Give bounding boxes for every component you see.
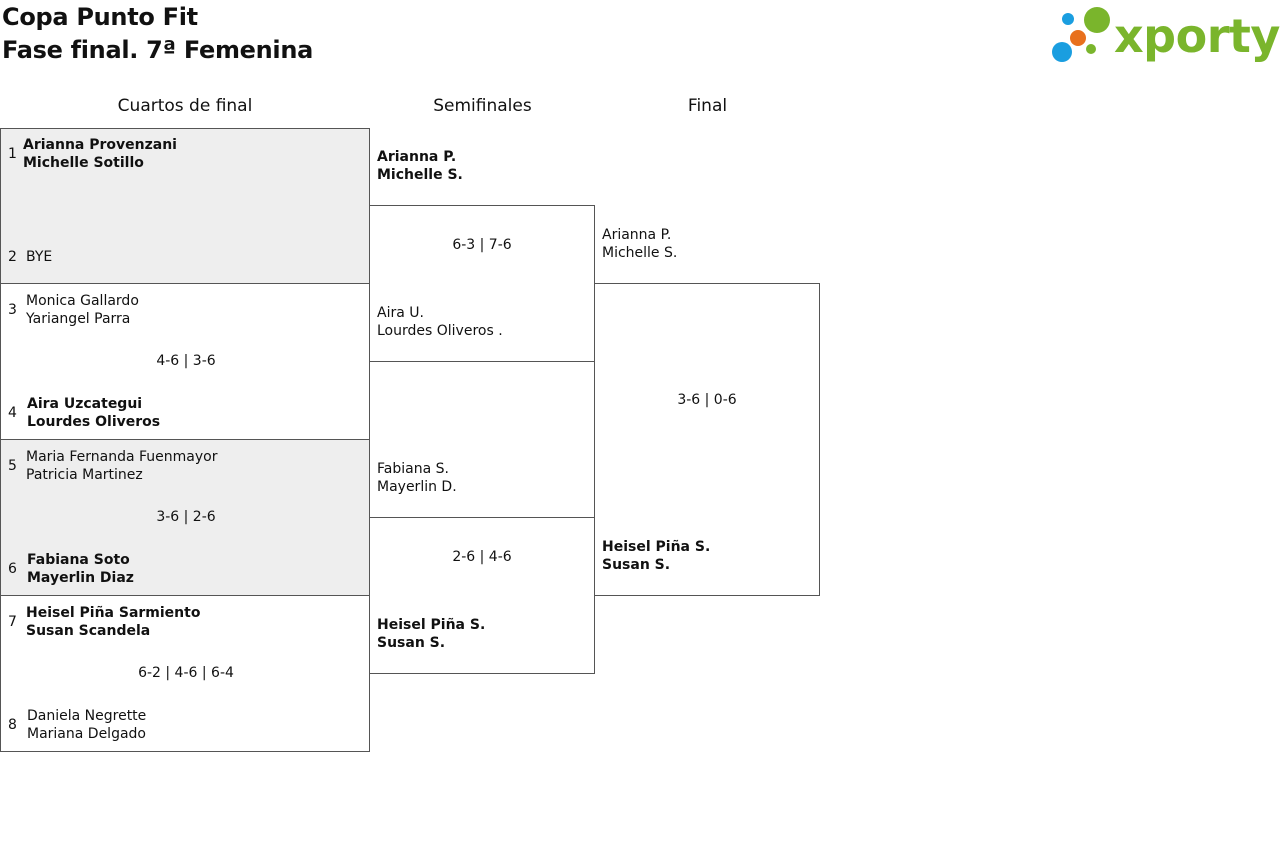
player-name: Susan S.	[602, 557, 671, 573]
match-score: 3-6 | 2-6	[156, 509, 216, 525]
player-name: Michelle Sotillo	[23, 155, 144, 171]
player-name: Mayerlin D.	[377, 479, 457, 495]
seed-number: 1	[8, 146, 17, 162]
player-name: Yariangel Parra	[26, 311, 131, 327]
team-entry: Fabiana S. Mayerlin D.	[377, 460, 457, 496]
team-entry: Arianna P. Michelle S.	[377, 148, 463, 184]
semifinal-match-2: 2-6 | 4-6 Heisel Piña S. Susan S.	[369, 517, 595, 674]
logo-dots-icon	[1052, 7, 1110, 62]
team-entry: Monica Gallardo Yariangel Parra	[26, 292, 139, 328]
player-name: Maria Fernanda Fuenmayor	[26, 449, 218, 465]
team-entry: Fabiana Soto Mayerlin Diaz	[27, 551, 134, 587]
final-match: 3-6 | 0-6 Heisel Piña S. Susan S.	[594, 283, 820, 596]
player-name: Mayerlin Diaz	[27, 570, 134, 586]
player-name: Lourdes Oliveros .	[377, 323, 503, 339]
team-entry: BYE	[26, 248, 52, 266]
player-name: Arianna Provenzani	[23, 137, 177, 153]
seed-number: 6	[8, 561, 17, 577]
seed-number: 4	[8, 405, 17, 421]
seed-number: 2	[8, 249, 17, 265]
match-score: 3-6 | 0-6	[677, 392, 737, 408]
player-name: Daniela Negrette	[27, 708, 147, 724]
team-entry: Heisel Piña S. Susan S.	[602, 538, 710, 574]
player-name: Heisel Piña S.	[377, 617, 486, 633]
player-name: Heisel Piña Sarmiento	[26, 605, 201, 621]
seed-number: 3	[8, 302, 17, 318]
player-name: Lourdes Oliveros	[27, 414, 161, 430]
match-score: 2-6 | 4-6	[452, 549, 512, 565]
seed-number: 5	[8, 458, 17, 474]
logo-wordmark: xporty	[1114, 9, 1280, 63]
player-name: Heisel Piña S.	[602, 539, 711, 555]
semifinal-match-1: 6-3 | 7-6 Aira U. Lourdes Oliveros .	[369, 205, 595, 362]
round-header-final: Final	[687, 96, 728, 116]
round-header-quarterfinals: Cuartos de final	[117, 96, 253, 116]
player-name: Arianna P.	[602, 227, 672, 243]
player-name: Mariana Delgado	[27, 726, 146, 742]
match-score: 4-6 | 3-6	[156, 353, 216, 369]
player-name: Arianna P.	[377, 149, 457, 165]
team-entry: Heisel Piña S. Susan S.	[377, 616, 485, 652]
team-entry: Heisel Piña Sarmiento Susan Scandela	[26, 604, 200, 640]
player-name: BYE	[26, 249, 53, 265]
player-name: Aira Uzcategui	[27, 396, 143, 412]
tournament-title: Copa Punto Fit	[2, 3, 198, 31]
bracket-subtitle: Fase final. 7ª Femenina	[2, 36, 314, 64]
quarterfinal-match-2: 3 Monica Gallardo Yariangel Parra 4-6 | …	[0, 283, 370, 440]
player-name: Michelle S.	[377, 167, 463, 183]
match-score: 6-2 | 4-6 | 6-4	[138, 665, 234, 681]
round-header-semifinals: Semifinales	[433, 96, 532, 116]
seed-number: 7	[8, 614, 17, 630]
match-score: 6-3 | 7-6	[452, 237, 512, 253]
xporty-logo: xporty	[1048, 4, 1280, 68]
player-name: Susan S.	[377, 635, 446, 651]
player-name: Fabiana Soto	[27, 552, 130, 568]
player-name: Michelle S.	[602, 245, 678, 261]
player-name: Fabiana S.	[377, 461, 449, 477]
quarterfinal-match-1: 1 Arianna Provenzani Michelle Sotillo 2 …	[0, 128, 370, 284]
player-name: Patricia Martinez	[26, 467, 143, 483]
quarterfinal-match-3: 5 Maria Fernanda Fuenmayor Patricia Mart…	[0, 439, 370, 596]
team-entry: Arianna P. Michelle S.	[602, 226, 677, 262]
quarterfinal-match-4: 7 Heisel Piña Sarmiento Susan Scandela 6…	[0, 595, 370, 752]
team-entry: Arianna Provenzani Michelle Sotillo	[23, 136, 177, 172]
team-entry: Aira U. Lourdes Oliveros .	[377, 304, 503, 340]
player-name: Aira U.	[377, 305, 424, 321]
player-name: Susan Scandela	[26, 623, 151, 639]
team-entry: Maria Fernanda Fuenmayor Patricia Martin…	[26, 448, 217, 484]
team-entry: Daniela Negrette Mariana Delgado	[27, 707, 146, 743]
team-entry: Aira Uzcategui Lourdes Oliveros	[27, 395, 160, 431]
seed-number: 8	[8, 717, 17, 733]
player-name: Monica Gallardo	[26, 293, 139, 309]
